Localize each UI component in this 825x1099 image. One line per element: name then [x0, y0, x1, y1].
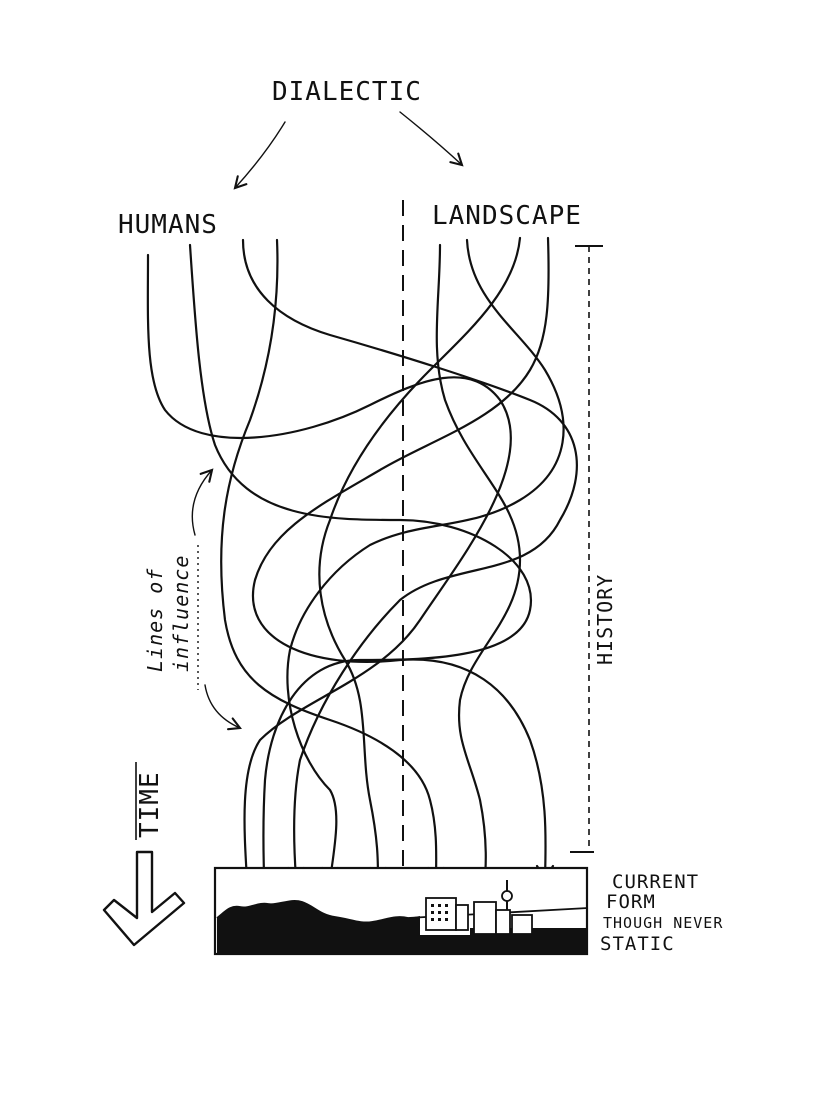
influence-down-arrow-icon [204, 684, 242, 731]
down-left-arrow-icon [102, 850, 186, 947]
lines-of-label: Lines of [143, 568, 167, 672]
landscape-line-2 [286, 238, 565, 882]
time-arrow [102, 850, 186, 947]
landscape-lines [252, 236, 565, 892]
influence-label: influence [169, 555, 193, 672]
city-skyline [425, 880, 533, 935]
human-line-4 [220, 238, 438, 882]
landscape-line-4 [252, 236, 550, 880]
current-form-panel [213, 866, 589, 956]
horizon-line [216, 900, 589, 924]
time-label: TIME [135, 771, 165, 838]
current-form-caption: CURRENT FORM THOUGH NEVER STATIC [600, 871, 723, 955]
arrow-to-landscape-icon [399, 111, 464, 167]
caption-line-3: THOUGH NEVER [603, 914, 723, 932]
history-label: HISTORY [593, 574, 617, 665]
landscape-label: LANDSCAPE [432, 201, 582, 231]
caption-line-2: FORM [606, 891, 656, 913]
landscape-silhouette [217, 900, 588, 954]
human-line-1 [146, 253, 512, 882]
human-line-3 [241, 238, 578, 880]
influence-up-arrow-icon [191, 468, 214, 536]
history-timeline [570, 245, 603, 853]
lines-of-influence-annotation: Lines of influence [143, 468, 242, 731]
humans-label: HUMANS [118, 210, 218, 240]
arrow-to-humans-icon [233, 121, 286, 190]
caption-line-1: CURRENT [612, 871, 699, 893]
landscape-line-3 [318, 236, 522, 882]
human-line-2 [188, 243, 533, 882]
human-lines [146, 238, 578, 882]
caption-line-4: STATIC [600, 933, 675, 955]
dialectic-arrows [233, 111, 464, 190]
landscape-line-1 [435, 243, 522, 892]
dialectic-label: DIALECTIC [272, 77, 422, 107]
